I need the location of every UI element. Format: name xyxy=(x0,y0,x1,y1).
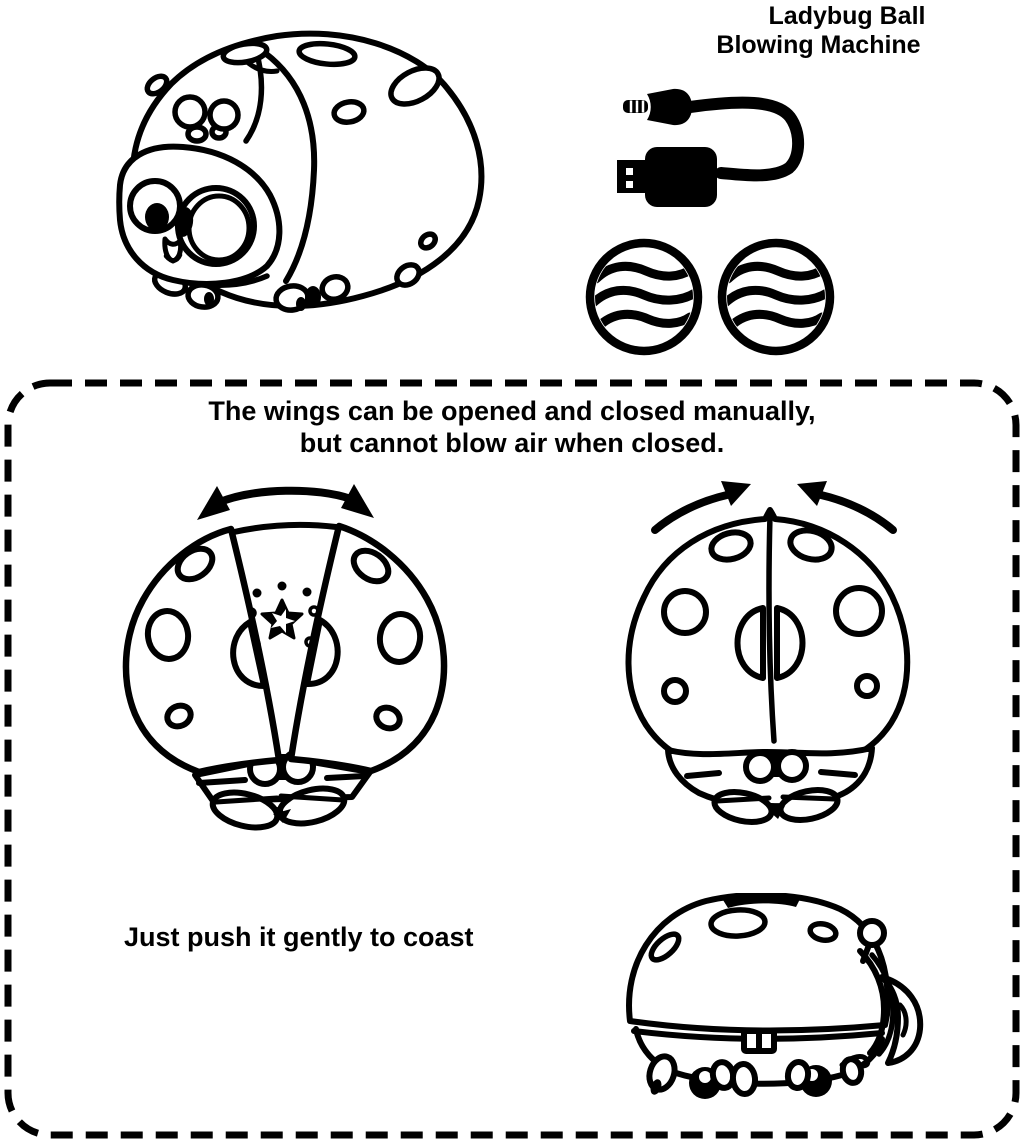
tail-section xyxy=(665,745,875,825)
head xyxy=(857,948,924,1066)
mouth-lip xyxy=(163,252,183,263)
half-spot-right xyxy=(304,617,341,688)
antennae xyxy=(172,94,241,144)
tail-eye-right xyxy=(775,749,809,783)
product-title-line1: Ladybug Ball xyxy=(768,2,926,30)
arrowhead-right xyxy=(797,481,827,506)
center-spot-left-half xyxy=(734,605,766,681)
body-top-arc xyxy=(231,521,339,535)
product-title-line2: Blowing Machine xyxy=(716,31,921,59)
wing-divide-line xyxy=(262,50,318,284)
right-pupil xyxy=(174,207,194,237)
belly-band xyxy=(631,1028,885,1054)
coast-note: Just push it gently to coast xyxy=(124,922,474,952)
half-spot-left xyxy=(230,619,267,689)
cable-cord xyxy=(684,96,805,182)
shell-spots xyxy=(648,907,839,963)
ladybug-wings-open-illustration xyxy=(122,484,448,831)
usb-cable-icon xyxy=(617,88,805,207)
center-spot-right-half xyxy=(774,605,806,681)
close-arrows xyxy=(651,481,897,534)
feet xyxy=(646,1053,871,1099)
antenna-ball xyxy=(857,918,887,948)
ladybug-coast-illustration xyxy=(626,893,924,1099)
usb-plug-body xyxy=(645,147,717,207)
legs xyxy=(151,231,438,313)
wings-note-line2: but cannot blow air when closed. xyxy=(299,428,725,458)
open-close-arrow xyxy=(197,484,374,520)
wing-seam xyxy=(766,512,777,744)
ladybug-product-illustration xyxy=(116,30,485,313)
dc-plug-body xyxy=(647,88,692,126)
handle xyxy=(723,894,800,908)
left-pupil xyxy=(145,203,169,231)
tail-curl xyxy=(839,1054,871,1069)
shell-spots xyxy=(144,40,442,125)
eyes xyxy=(127,178,257,267)
wing-spots xyxy=(144,545,424,732)
arrowhead-left xyxy=(197,486,230,520)
arrowhead-left xyxy=(721,481,751,506)
wings-note-line1: The wings can be opened and closed manua… xyxy=(208,396,816,426)
arrowhead-right xyxy=(341,484,374,518)
ladybug-wings-closed-illustration xyxy=(625,481,911,825)
wing-spots xyxy=(661,527,885,705)
wings-note: The wings can be opened and closed manua… xyxy=(0,395,1024,459)
tail-eye-left xyxy=(743,750,777,784)
